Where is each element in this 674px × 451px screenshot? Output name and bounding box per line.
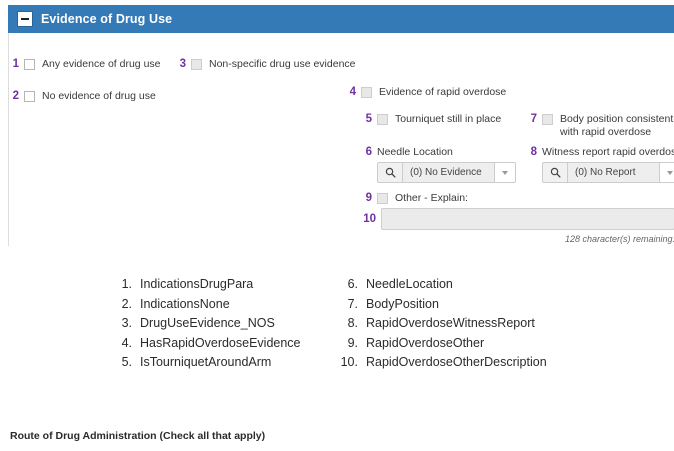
field-number-7: 7 [530, 113, 537, 125]
checkbox-body-position[interactable] [542, 114, 553, 125]
label-needle-location: Needle Location [377, 146, 453, 158]
field-number-8: 8 [530, 146, 537, 158]
field-no-evidence-of-drug-use: 2 No evidence of drug use [9, 90, 156, 103]
route-of-drug-administration-heading: Route of Drug Administration (Check all … [10, 430, 266, 442]
label-any-evidence-of-drug-use: Any evidence of drug use [42, 58, 161, 70]
search-icon[interactable] [542, 162, 568, 183]
legend-index: 2. [121, 296, 132, 311]
label-tourniquet-still-in-place: Tourniquet still in place [395, 113, 502, 125]
field-other-explain: 9 Other - Explain: [362, 192, 468, 205]
list-item: 8. RapidOverdoseWitnessReport [334, 314, 547, 334]
list-item: 3. DrugUseEvidence_NOS [108, 314, 301, 334]
field-number-6: 6 [365, 146, 372, 158]
legend-column-left: 1. IndicationsDrugPara 2. IndicationsNon… [108, 275, 301, 373]
field-number-4: 4 [349, 86, 356, 98]
checkbox-any-evidence-of-drug-use[interactable] [24, 59, 35, 70]
field-tourniquet-still-in-place: 5 Tourniquet still in place [362, 113, 501, 126]
field-number-3: 3 [179, 58, 186, 70]
checkbox-other-explain[interactable] [377, 193, 388, 204]
legend-column-right: 6. NeedleLocation 7. BodyPosition 8. Rap… [334, 275, 547, 373]
minus-glyph [21, 18, 29, 20]
list-item: 9. RapidOverdoseOther [334, 334, 547, 354]
legend-label: RapidOverdoseOtherDescription [366, 355, 547, 370]
witness-report-value[interactable]: (0) No Report [568, 162, 659, 183]
legend-label: IndicationsNone [140, 296, 230, 311]
field-witness-report-rapid-overdose: 8 Witness report rapid overdose (0) No R… [527, 146, 674, 183]
character-counter: 128 character(s) remaining. [565, 234, 674, 244]
legend-index: 7. [347, 296, 358, 311]
field-needle-location: 6 Needle Location (0) No Evidence [362, 146, 516, 183]
legend-label: RapidOverdoseOther [366, 335, 485, 350]
field-number-1: 1 [12, 58, 19, 70]
legend-index: 9. [347, 335, 358, 350]
list-item: 2. IndicationsNone [108, 295, 301, 315]
legend-label: IsTourniquetAroundArm [140, 355, 272, 370]
field-number-10: 10 [363, 212, 376, 225]
checkbox-non-specific-drug-use-evidence[interactable] [191, 59, 202, 70]
legend-index: 8. [347, 316, 358, 331]
caret-down-icon[interactable] [659, 162, 674, 183]
checkbox-evidence-of-rapid-overdose[interactable] [361, 87, 372, 98]
needle-location-value[interactable]: (0) No Evidence [403, 162, 494, 183]
other-description-textarea[interactable] [381, 208, 674, 230]
evidence-of-drug-use-panel: Evidence of Drug Use 1 Any evidence of d… [8, 5, 674, 246]
panel-body: 1 Any evidence of drug use 2 No evidence… [9, 33, 674, 246]
legend-index: 3. [121, 316, 132, 331]
list-item: 5. IsTourniquetAroundArm [108, 353, 301, 373]
label-other-explain: Other - Explain: [395, 192, 468, 204]
legend-index: 4. [121, 335, 132, 350]
lookup-needle-location: (0) No Evidence [377, 162, 516, 183]
legend-label: BodyPosition [366, 296, 439, 311]
label-evidence-of-rapid-overdose: Evidence of rapid overdose [379, 86, 507, 98]
field-number-5: 5 [365, 113, 372, 125]
field-body-position: 7 Body position consistent with rapid ov… [527, 113, 674, 138]
list-item: 1. IndicationsDrugPara [108, 275, 301, 295]
lookup-witness-report-rapid-overdose: (0) No Report [542, 162, 674, 183]
field-number-9: 9 [365, 192, 372, 204]
legend-index: 10. [340, 355, 358, 370]
caret-glyph [667, 170, 673, 175]
field-non-specific-drug-use-evidence: 3 Non-specific drug use evidence [176, 58, 356, 71]
legend-label: RapidOverdoseWitnessReport [366, 316, 535, 331]
legend-index: 1. [121, 277, 132, 291]
caret-glyph [502, 170, 508, 175]
panel-header: Evidence of Drug Use [8, 5, 674, 33]
search-icon[interactable] [377, 162, 403, 183]
list-item: 4. HasRapidOverdoseEvidence [108, 334, 301, 354]
list-item: 10. RapidOverdoseOtherDescription [334, 353, 547, 373]
checkbox-tourniquet-still-in-place[interactable] [377, 114, 388, 125]
checkbox-no-evidence-of-drug-use[interactable] [24, 91, 35, 102]
label-no-evidence-of-drug-use: No evidence of drug use [42, 90, 156, 102]
legend-label: NeedleLocation [366, 277, 453, 291]
legend-label: IndicationsDrugPara [140, 277, 254, 291]
field-any-evidence-of-drug-use: 1 Any evidence of drug use [9, 58, 161, 71]
field-evidence-of-rapid-overdose: 4 Evidence of rapid overdose [346, 86, 506, 99]
label-body-position: Body position consistent with rapid over… [560, 113, 674, 138]
legend-label: DrugUseEvidence_NOS [140, 316, 275, 331]
list-item: 6. NeedleLocation [334, 275, 547, 295]
page-title: Evidence of Drug Use [41, 12, 173, 26]
field-number-2: 2 [12, 90, 19, 102]
caret-down-icon[interactable] [494, 162, 516, 183]
legend-index: 5. [121, 355, 132, 370]
label-witness-report-rapid-overdose: Witness report rapid overdose [542, 146, 674, 158]
minus-icon[interactable] [17, 11, 33, 27]
legend-index: 6. [347, 277, 358, 291]
field-other-description: 10 [359, 208, 674, 230]
legend-label: HasRapidOverdoseEvidence [140, 335, 301, 350]
label-non-specific-drug-use-evidence: Non-specific drug use evidence [209, 58, 356, 70]
list-item: 7. BodyPosition [334, 295, 547, 315]
